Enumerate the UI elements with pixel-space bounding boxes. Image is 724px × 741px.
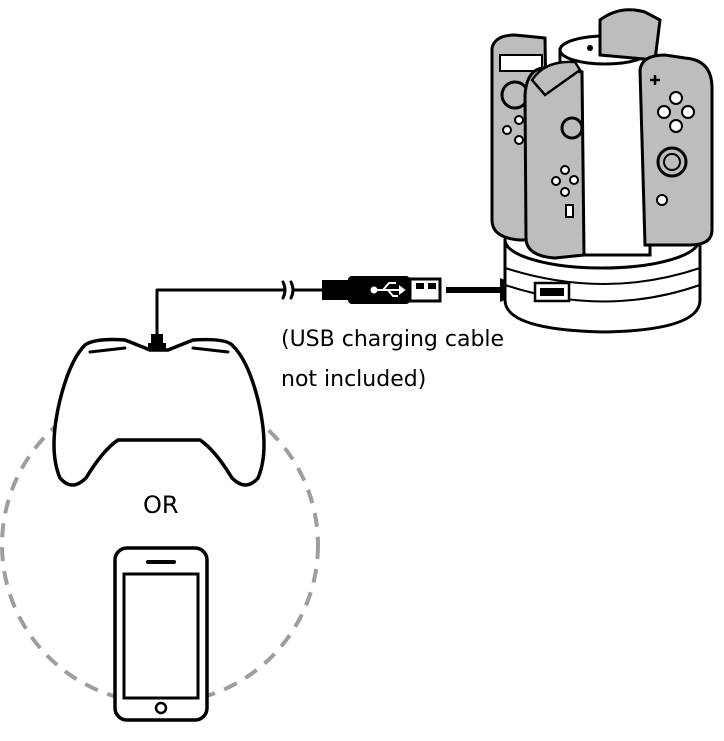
cable-note-line2: not included) — [281, 367, 426, 392]
charging-dock — [490, 8, 714, 334]
charging-cable — [148, 280, 328, 351]
smartphone — [113, 546, 209, 722]
joycon-back — [598, 8, 662, 62]
usb-plug — [322, 276, 442, 304]
game-controller — [52, 337, 266, 487]
dock-usb-port — [533, 281, 571, 303]
joycon-right — [638, 53, 714, 247]
or-label: OR — [143, 491, 179, 519]
joycon-left-front — [523, 60, 586, 260]
cable-note-line1: (USB charging cable — [281, 327, 504, 352]
usb-trident-icon — [370, 282, 406, 297]
